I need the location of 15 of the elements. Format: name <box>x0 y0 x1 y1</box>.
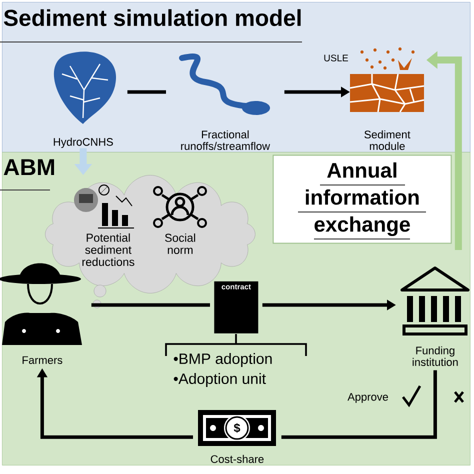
decision-label: Approve <box>348 393 388 403</box>
side-label: USLE <box>324 54 348 62</box>
currency-sign: $ <box>234 423 240 433</box>
icon-label: Potential sediment reductions <box>82 233 134 266</box>
icon-label: Social norm <box>165 233 196 254</box>
icon-label: Fractional runoffs/streamflow <box>181 130 270 150</box>
bullet-item: •Adoption unit <box>174 373 266 387</box>
icon-label: Cost-share <box>210 454 264 463</box>
icon-label: Sediment module <box>364 130 410 150</box>
thought-cloud <box>45 175 256 294</box>
icon-label: Farmers <box>22 356 62 364</box>
bullet-item: •BMP adoption <box>174 353 272 367</box>
icon-label: HydroCNHS <box>54 138 113 148</box>
icon-label: Funding institution <box>412 346 458 366</box>
text-box: Annual information exchange <box>272 154 452 244</box>
